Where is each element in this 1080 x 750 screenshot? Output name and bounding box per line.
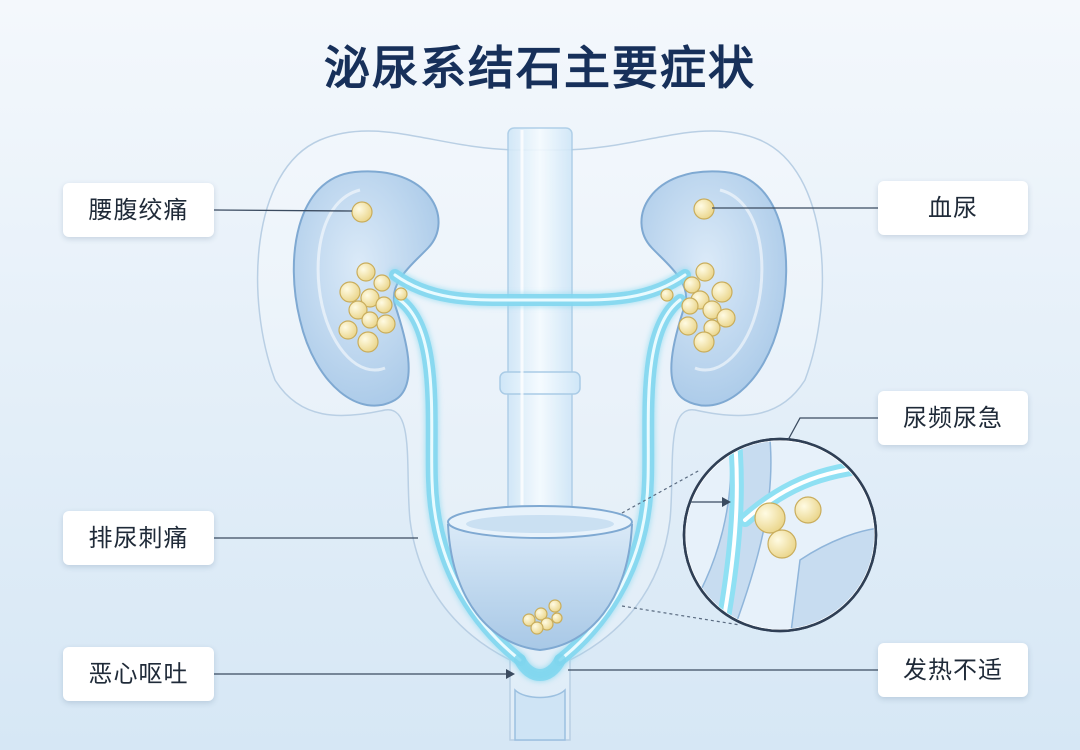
urethra: [514, 654, 566, 681]
arrowheads: [506, 497, 731, 679]
leader-frequency: [787, 417, 878, 441]
label-fever: 发热不适: [878, 643, 1028, 697]
leader-lines: [213, 207, 878, 675]
label-frequency: 尿频尿急: [878, 391, 1028, 445]
label-back-pain: 腰腹绞痛: [63, 183, 214, 237]
bladder: [446, 505, 634, 652]
left-kidney: [292, 170, 440, 407]
stones: [338, 198, 736, 635]
zoom-inset: [682, 437, 878, 633]
spine-tube: [499, 127, 581, 529]
label-painful-urination: 排尿刺痛: [63, 511, 214, 565]
label-hematuria: 血尿: [878, 181, 1028, 235]
urethra-tube: [514, 688, 566, 741]
leader-back-pain: [213, 209, 353, 212]
page-title: 泌尿系结石主要症状: [324, 41, 756, 95]
zoom-connectors: [621, 469, 741, 626]
label-nausea: 恶心呕吐: [63, 647, 214, 701]
